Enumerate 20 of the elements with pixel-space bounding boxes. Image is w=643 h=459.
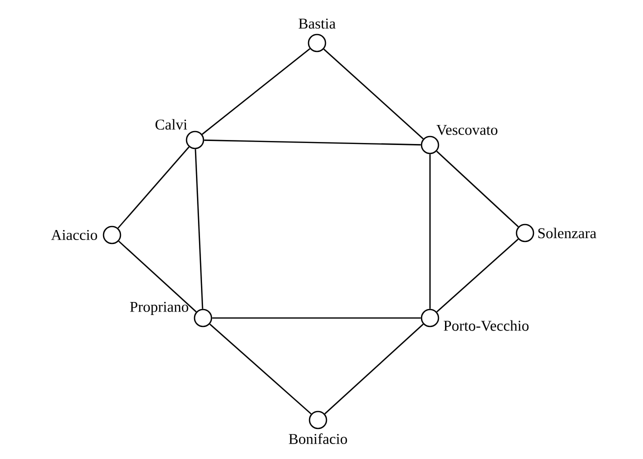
node-label: Propriano: [130, 302, 188, 315]
road-line: [212, 317, 421, 319]
node-label: Bastia: [298, 18, 336, 29]
node-label: Solenzara: [538, 228, 596, 238]
node-label: Porto-Vecchio: [444, 320, 529, 331]
road-line: [202, 48, 310, 135]
road-line: [436, 150, 519, 228]
road-line: [204, 140, 421, 146]
road-line: [429, 154, 431, 309]
node-label: Aiaccio: [51, 230, 98, 240]
node-label: Vescovato: [436, 124, 498, 136]
node-label: Bonifacio: [288, 433, 348, 444]
road-line: [194, 149, 204, 309]
node-label: Calvi: [156, 119, 188, 130]
road-line: [118, 146, 190, 229]
road-line: [436, 238, 519, 312]
road-line: [323, 48, 424, 140]
road-line: [118, 240, 197, 312]
road-line: [209, 324, 312, 414]
road-line: [324, 324, 424, 414]
